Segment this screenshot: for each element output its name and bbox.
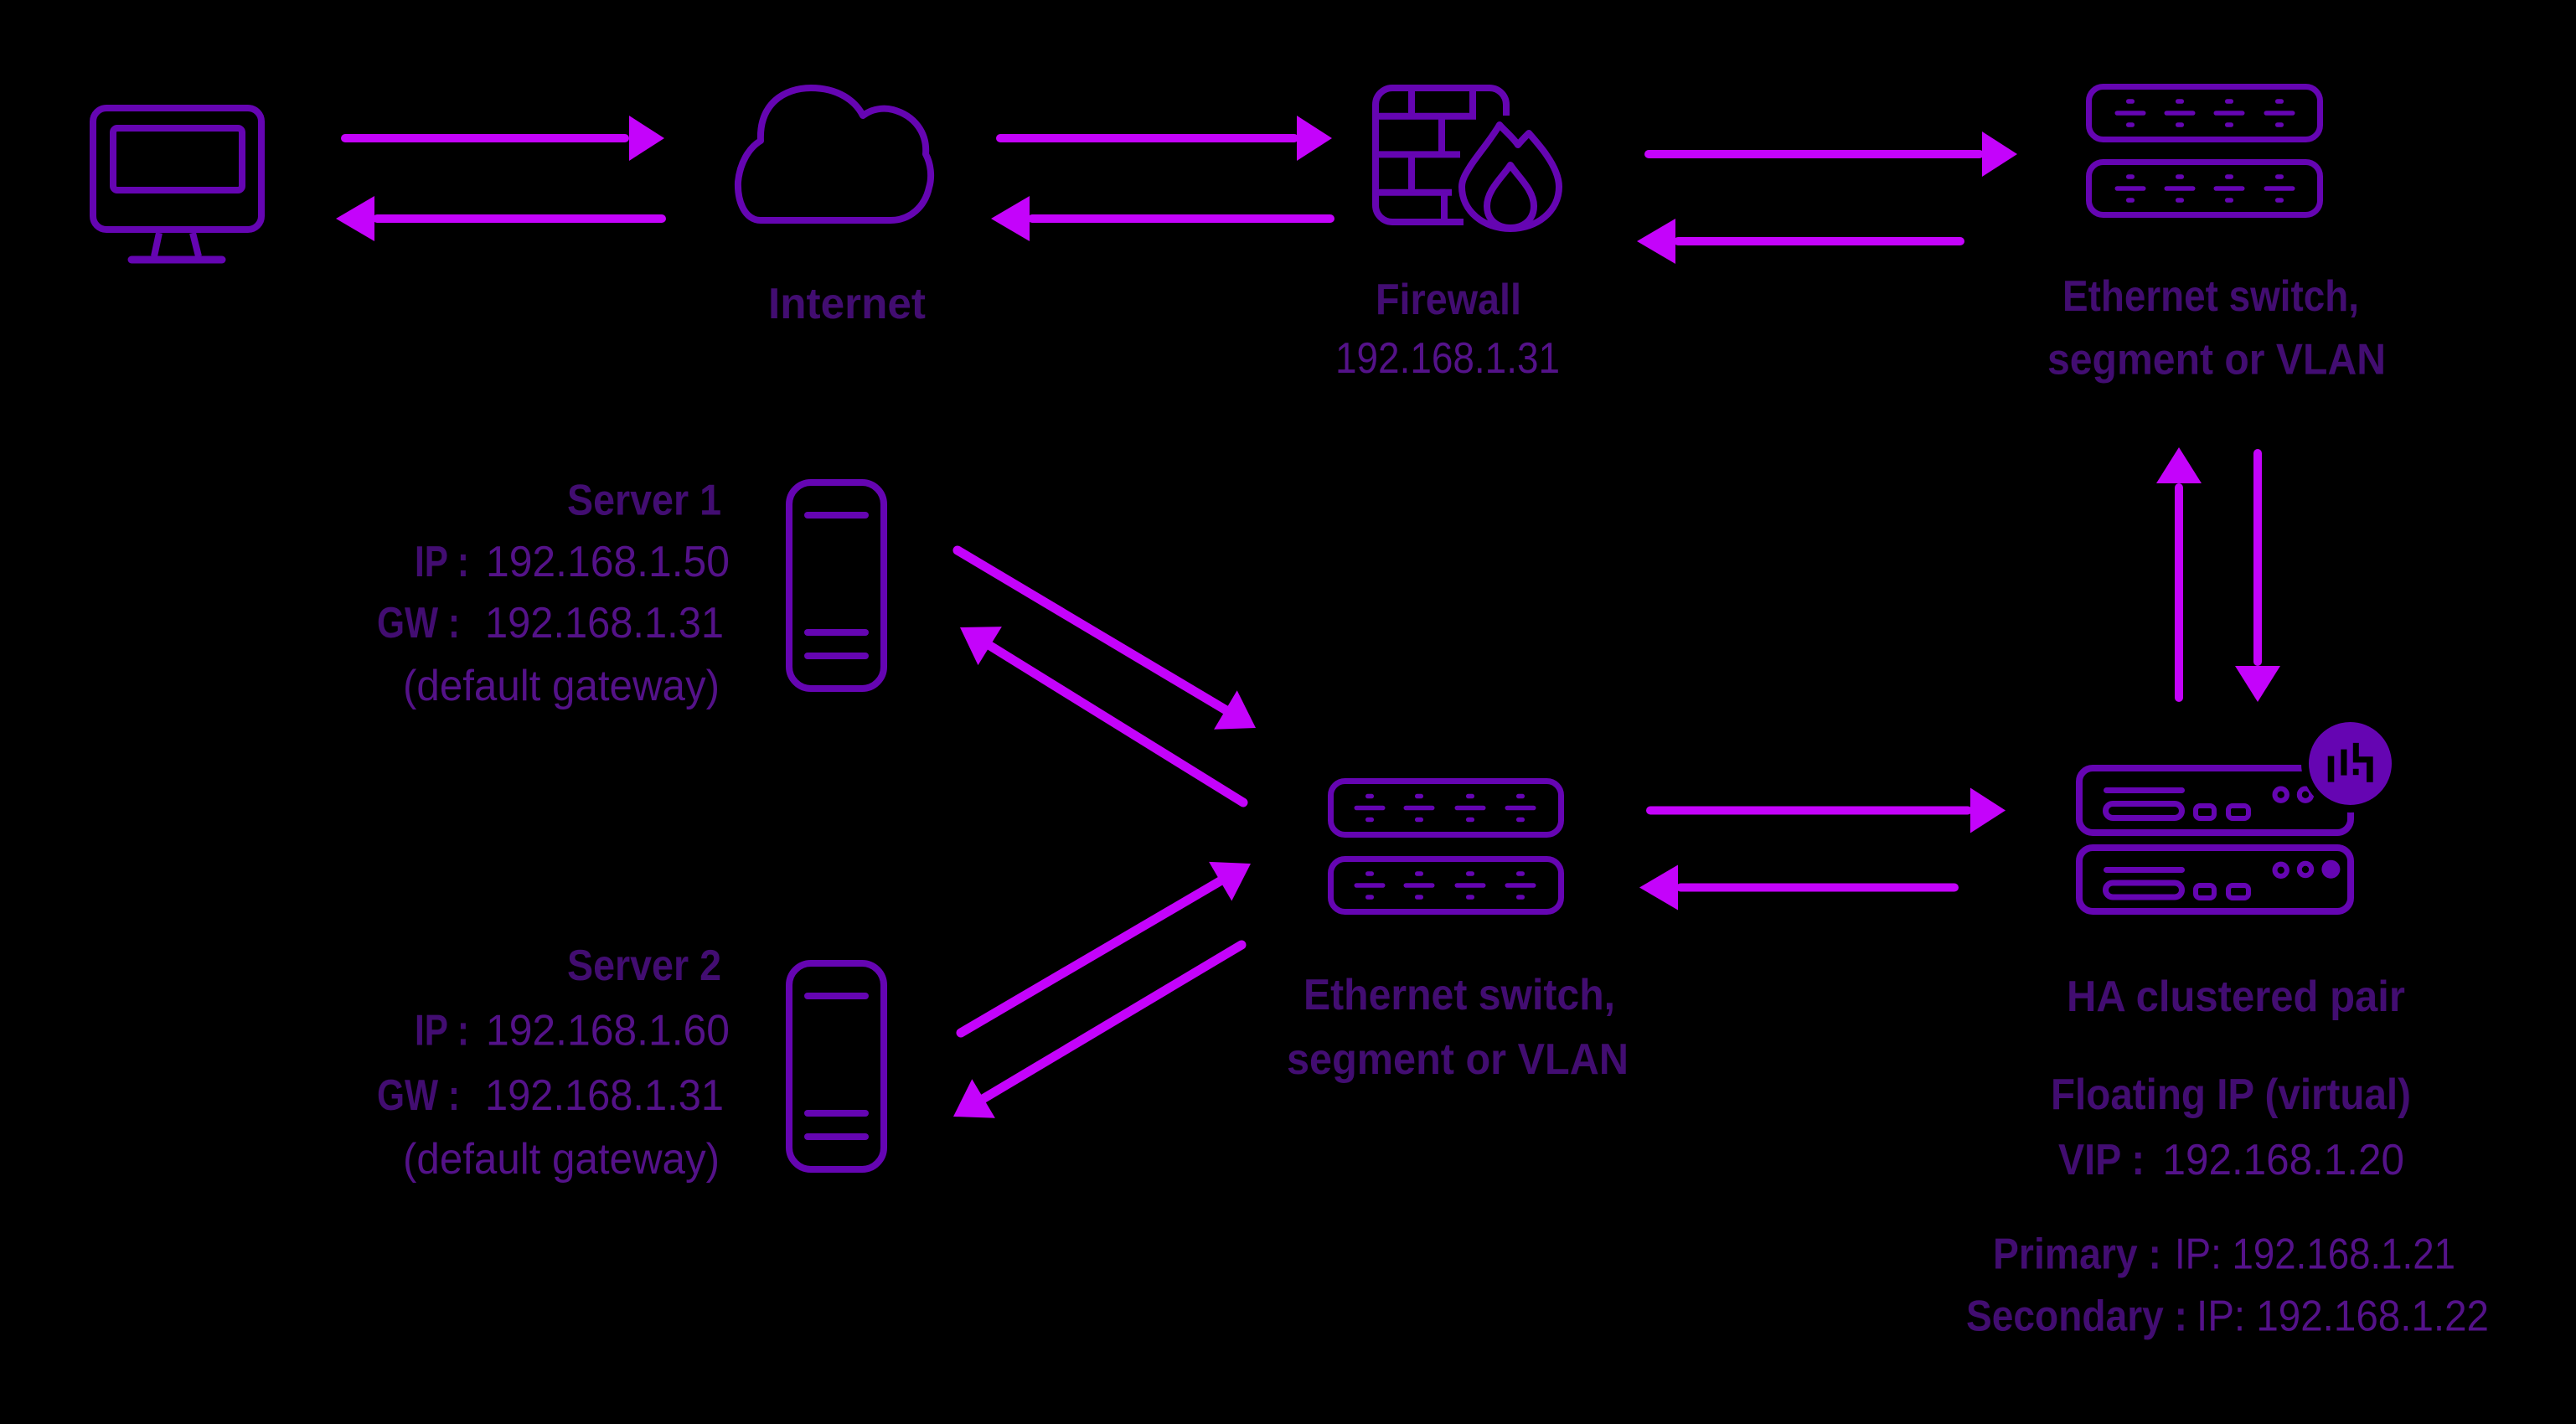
svg-text:GW :: GW : — [377, 599, 460, 648]
svg-text:IP :: IP : — [415, 538, 469, 586]
svg-text:segment or VLAN: segment or VLAN — [2047, 336, 2386, 384]
svg-text:192.168.1.31: 192.168.1.31 — [1335, 334, 1560, 383]
svg-text:(default gateway): (default gateway) — [403, 1135, 720, 1184]
svg-text:192.168.1.20: 192.168.1.20 — [2163, 1136, 2405, 1184]
svg-text:HA clustered pair: HA clustered pair — [2067, 973, 2405, 1021]
svg-text:Server 1: Server 1 — [567, 477, 721, 525]
svg-text:192.168.1.50: 192.168.1.50 — [486, 538, 730, 586]
svg-text:GW :: GW : — [377, 1071, 460, 1120]
svg-text:Ethernet switch,: Ethernet switch, — [1303, 971, 1615, 1019]
svg-text:192.168.1.31: 192.168.1.31 — [485, 1071, 724, 1120]
svg-text:Server 2: Server 2 — [567, 942, 721, 990]
svg-text:Primary :: Primary : — [1993, 1231, 2161, 1279]
svg-text:segment or VLAN: segment or VLAN — [1287, 1035, 1629, 1084]
svg-text:Floating IP (virtual): Floating IP (virtual) — [2051, 1071, 2411, 1119]
svg-text:VIP :: VIP : — [2058, 1136, 2145, 1184]
svg-text:IP :: IP : — [415, 1007, 469, 1055]
svg-text:Internet: Internet — [768, 280, 926, 328]
svg-text:Ethernet switch,: Ethernet switch, — [2062, 272, 2359, 321]
svg-text:IP: 192.168.1.22: IP: 192.168.1.22 — [2197, 1292, 2489, 1341]
svg-text:192.168.1.31: 192.168.1.31 — [485, 599, 724, 648]
svg-text:(default gateway): (default gateway) — [403, 662, 720, 710]
svg-text:Secondary :: Secondary : — [1966, 1292, 2187, 1341]
svg-text:Firewall: Firewall — [1376, 276, 1521, 324]
svg-text:192.168.1.60: 192.168.1.60 — [486, 1007, 730, 1055]
svg-text:IP: 192.168.1.21: IP: 192.168.1.21 — [2175, 1231, 2455, 1279]
